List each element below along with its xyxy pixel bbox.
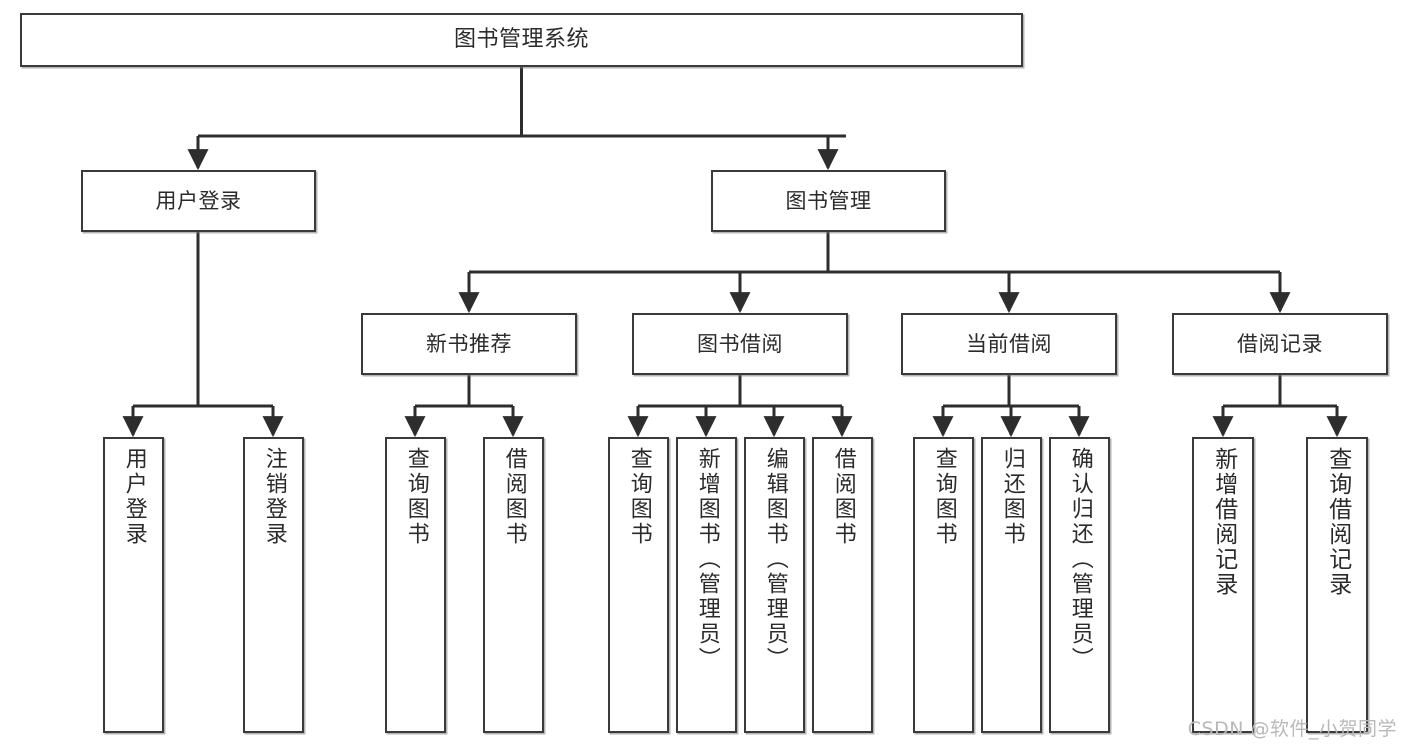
node-current-borrow[interactable]: 当前借阅	[901, 313, 1117, 375]
node-new-book-recommend-label: 新书推荐	[426, 331, 512, 356]
node-user-login[interactable]: 用户登录	[81, 170, 316, 232]
leaf-logout-login-label: 注销登录	[261, 447, 287, 547]
node-current-borrow-label: 当前借阅	[966, 331, 1052, 356]
leaf-user-login[interactable]: 用户登录	[103, 437, 164, 733]
leaf-query-record[interactable]: 查询借阅记录	[1306, 437, 1368, 733]
leaf-add-record-label: 新增借阅记录	[1210, 447, 1237, 597]
leaf-add-record[interactable]: 新增借阅记录	[1192, 437, 1254, 733]
leaf-confirm-return-label: 确认归还（管理员）	[1067, 447, 1093, 672]
leaf-borrow-book-1[interactable]: 借阅图书	[483, 437, 544, 733]
leaf-query-book-3[interactable]: 查询图书	[913, 437, 974, 733]
leaf-add-book[interactable]: 新增图书（管理员）	[676, 437, 737, 733]
leaf-user-login-label: 用户登录	[121, 447, 147, 547]
node-borrow-record[interactable]: 借阅记录	[1172, 313, 1388, 375]
node-book-management[interactable]: 图书管理	[711, 170, 946, 232]
leaf-return-book-label: 归还图书	[999, 447, 1025, 547]
leaf-edit-book-label: 编辑图书（管理员）	[762, 447, 788, 672]
node-book-management-label: 图书管理	[785, 188, 872, 213]
csdn-watermark: CSDN @软件_小贺同学	[1187, 718, 1397, 740]
leaf-logout-login[interactable]: 注销登录	[243, 437, 304, 733]
node-book-borrow[interactable]: 图书借阅	[632, 313, 848, 375]
leaf-query-book-2-label: 查询图书	[626, 447, 652, 547]
node-root-label: 图书管理系统	[453, 27, 589, 53]
leaf-edit-book[interactable]: 编辑图书（管理员）	[744, 437, 805, 733]
leaf-query-book-3-label: 查询图书	[931, 447, 957, 547]
node-new-book-recommend[interactable]: 新书推荐	[361, 313, 577, 375]
node-book-borrow-label: 图书借阅	[697, 331, 783, 356]
leaf-add-book-label: 新增图书（管理员）	[694, 447, 720, 672]
leaf-query-book-1[interactable]: 查询图书	[385, 437, 446, 733]
leaf-borrow-book-2[interactable]: 借阅图书	[812, 437, 873, 733]
leaf-borrow-book-1-label: 借阅图书	[501, 447, 527, 547]
leaf-borrow-book-2-label: 借阅图书	[830, 447, 856, 547]
leaf-return-book[interactable]: 归还图书	[981, 437, 1042, 733]
node-borrow-record-label: 借阅记录	[1237, 331, 1323, 356]
leaf-query-record-label: 查询借阅记录	[1324, 447, 1351, 597]
node-user-login-label: 用户登录	[155, 188, 242, 213]
leaf-query-book-2[interactable]: 查询图书	[608, 437, 669, 733]
node-root[interactable]: 图书管理系统	[20, 13, 1023, 67]
leaf-confirm-return[interactable]: 确认归还（管理员）	[1049, 437, 1110, 733]
leaf-query-book-1-label: 查询图书	[403, 447, 429, 547]
